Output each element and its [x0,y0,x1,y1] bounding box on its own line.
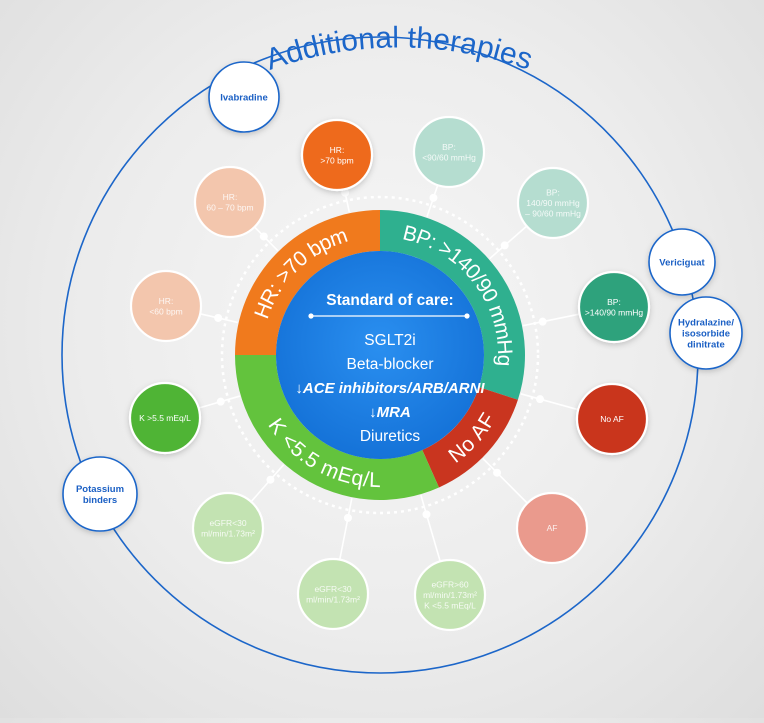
spoke-bp-gt140 [522,313,580,327]
spoke-bp-mid [489,225,528,260]
center-divider-dot-right [464,313,470,319]
node-circle-bp-lt90 [412,115,486,189]
center-heading: Standard of care: [326,292,453,309]
spoke-dot-egfr-gt60 [422,510,431,519]
title-additional-therapies: Additional therapies [262,21,537,76]
node-bp-gt140: BP:>140/90 mmHg [577,270,651,344]
node-no-af: No AF [575,382,649,456]
spoke-dot-egfr-lt30-b [266,475,275,484]
node-label-k-gt55: K >5.5 mEq/L [139,413,191,423]
therapy-vericiguat: Vericiguat [648,228,716,296]
spoke-af [482,457,528,504]
spoke-dot-hr-60-70 [259,232,268,241]
spoke-dot-bp-gt140 [538,317,547,326]
therapy-label-vericiguat: Vericiguat [659,258,705,269]
node-circle-hr-lt60 [129,269,203,343]
center-item-mra: ↓MRA [369,404,411,421]
dotted-ring [220,195,540,515]
spoke-egfr-lt30-b [250,464,285,503]
node-circle-hr-60-70 [193,165,267,239]
spoke-dot-bp-lt90 [429,193,438,202]
spoke-dot-af [493,468,502,477]
node-bp-mid: BP:140/90 mmHg– 90/60 mmHg [516,166,590,240]
node-hr-60-70: HR:60 – 70 bpm [193,165,267,239]
node-k-gt55: K >5.5 mEq/L [128,381,202,455]
node-label-bp-lt90: BP:<90/60 mmHg [422,142,476,163]
therapy-ivabradine: Ivabradine [208,61,280,133]
node-circle-af [515,491,589,565]
node-bp-lt90: BP:<90/60 mmHg [412,115,486,189]
node-label-hr-gt70: HR:>70 bpm [320,145,353,166]
node-label-hr-60-70: HR:60 – 70 bpm [206,192,253,213]
center-circle [276,251,484,459]
therapy-circle-hydralazine [669,296,743,370]
node-circle-egfr-gt60 [413,558,487,632]
center-content: Standard of care: SGLT2i Beta-blocker ↓A… [295,292,485,445]
spoke-dot-no-af [536,395,545,404]
node-circle-egfr-lt30-a [296,557,370,631]
node-label-no-af: No AF [600,414,624,424]
node-hr-gt70: HR:>70 bpm [300,118,374,192]
node-af: AF [515,491,589,565]
center-item-beta-blocker: Beta-blocker [346,356,433,373]
spoke-dot-egfr-lt30-a [343,513,352,522]
therapy-circle-potassium-binders [62,456,138,532]
node-label-bp-mid: BP:140/90 mmHg– 90/60 mmHg [525,188,581,219]
spoke-no-af [520,393,579,411]
node-label-af: AF [547,523,558,533]
center-item-sglt2i: SGLT2i [364,332,415,349]
center-item-ace-arb-arni: ↓ACE inhibitors/ARB/ARNI [295,380,485,397]
node-circle-egfr-lt30-b [191,491,265,565]
center-divider-dot-left [308,313,314,319]
spoke-egfr-lt30-a [338,498,353,560]
spoke-dot-k-gt55 [216,397,225,406]
segment-hr [235,210,380,355]
node-circle-bp-mid [516,166,590,240]
spoke-dot-bp-mid [500,241,509,250]
center-item-diuretics: Diuretics [360,428,421,445]
node-circle-no-af [575,382,649,456]
therapy-circle-vericiguat [648,228,716,296]
spoke-dot-hr-lt60 [214,313,223,322]
node-circle-k-gt55 [128,381,202,455]
therapy-circle-ivabradine [208,61,280,133]
therapy-nodes: IvabradineVericiguatHydralazine/isosorbi… [62,61,743,532]
segment-k [235,355,439,500]
node-circle-hr-gt70 [300,118,374,192]
therapy-label-ivabradine: Ivabradine [220,93,268,104]
node-circle-bp-gt140 [577,270,651,344]
node-hr-lt60: HR:<60 bpm [129,269,203,343]
node-label-bp-gt140: BP:>140/90 mmHg [585,297,644,318]
spoke-dot-hr-gt70 [341,188,350,197]
segment-bp [380,210,526,400]
node-label-hr-lt60: HR:<60 bpm [149,296,182,317]
segment-noaf [422,387,518,488]
